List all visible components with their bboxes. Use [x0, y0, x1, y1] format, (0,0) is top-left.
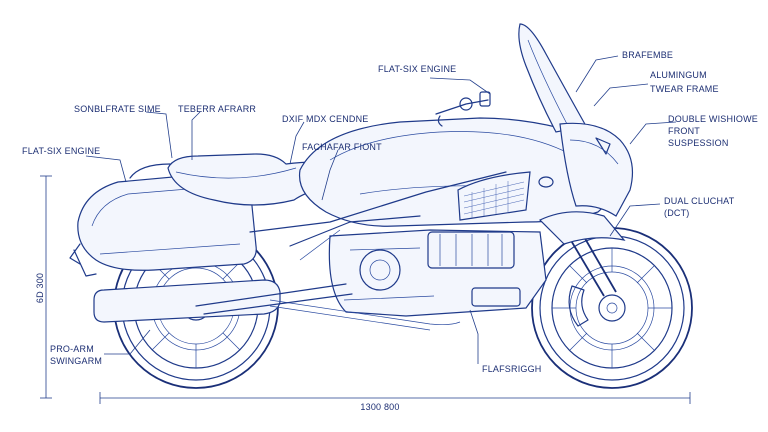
engine-block	[328, 229, 547, 317]
label-double-line2: FRONT	[668, 126, 700, 136]
leader-lines	[85, 55, 677, 364]
label-aluminum-line2: TWEAR FRAME	[650, 84, 719, 94]
label-fachar: FACHAFAR FIONT	[302, 142, 382, 152]
fairing	[298, 117, 627, 227]
dim-horizontal-label: 1300 800	[360, 402, 399, 412]
label-sonble: SONBLFRATE SIME	[74, 104, 161, 114]
swingarm	[195, 283, 353, 315]
windscreen	[518, 23, 587, 133]
label-brake: BRAFEMBE	[622, 50, 673, 60]
label-dual-line2: (DCT)	[664, 208, 690, 218]
label-tebe: TEBERR AFRARR	[178, 104, 256, 114]
dimension-vertical	[40, 175, 52, 399]
frame	[249, 171, 507, 261]
label-pro-arm-line2: SWINGARM	[50, 356, 102, 366]
label-double-line1: DOUBLE WISHIOWE	[668, 114, 758, 124]
label-dual-line1: DUAL CLUCHAT	[664, 196, 735, 206]
label-double-line3: SUSPESSION	[668, 138, 729, 148]
front-wheel	[531, 227, 693, 389]
label-flafs: FLAFSRIGGH	[482, 364, 542, 374]
exhaust	[93, 279, 461, 331]
label-pro-arm-line1: PRO-ARM	[50, 344, 94, 354]
front-suspension	[538, 211, 626, 297]
label-aluminum-line1: ALUMINGUM	[650, 70, 707, 80]
dimension-horizontal	[99, 392, 691, 404]
handlebar	[435, 91, 491, 127]
label-flat-six-top: FLAT-SIX ENGINE	[378, 64, 456, 74]
label-dxf: DXIF MDX CENDNE	[282, 114, 369, 124]
label-flat-six-left: FLAT-SIX ENGINE	[22, 146, 100, 156]
front-cowl	[559, 122, 633, 217]
dim-vertical-label: 6D 300	[35, 273, 45, 303]
